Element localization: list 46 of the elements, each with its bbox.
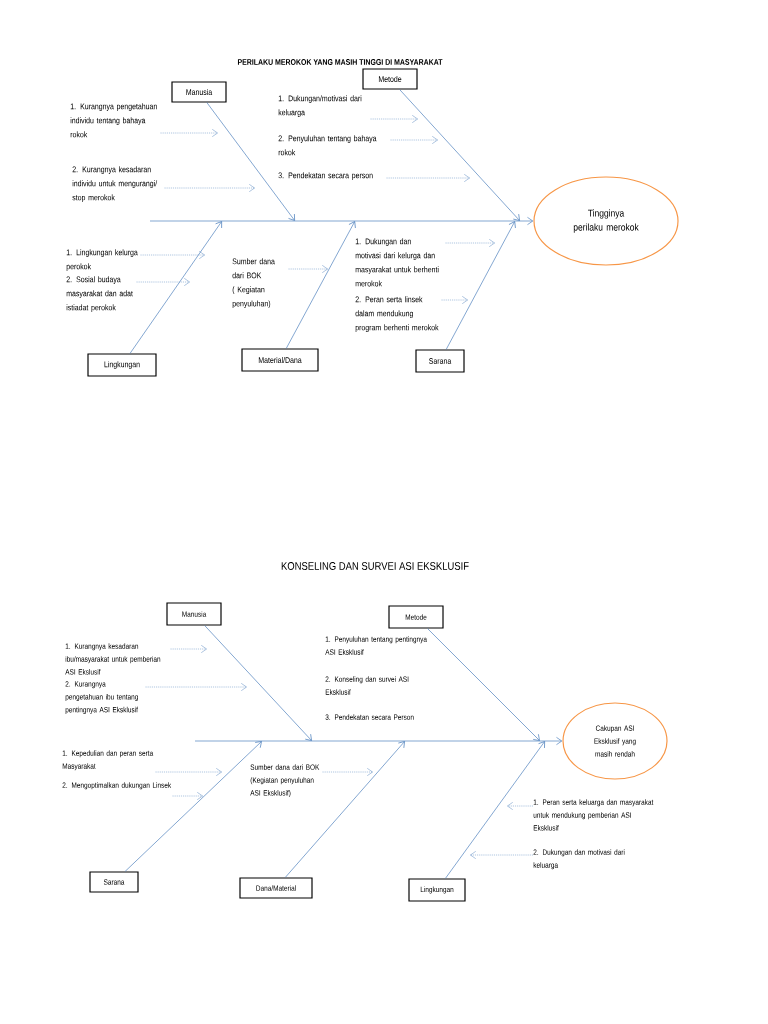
cause-text: 1. Lingkungan kelurga perokok [66,249,138,271]
cause-text: Sumber dana dari BOK ( Kegiatan penyuluhan) [232,258,275,309]
category-box: Sarana [415,349,465,373]
cause-text: 1. Dukungan dan motivasi dari kelurga dan masyarakat untuk berhenti merokok [355,238,439,287]
dashed-arrow [172,792,203,800]
spine-arrow [194,737,563,746]
dashed-arrow [441,296,468,304]
dashed-arrow [288,265,328,273]
cause-text: 2. Sosial budaya masyarakat dan adat istiadat perokok [66,276,133,312]
dashed-arrow [160,129,218,137]
title: KONSELING DAN SURVEI ASI EKSKLUSIF [281,562,469,570]
bone-arrow [445,741,545,879]
category-box: Manusia [171,81,227,103]
cause-text: 3. Pendekatan secara person [278,172,373,180]
dashed-arrow [145,683,247,691]
dashed-arrow [370,115,418,123]
dashed-arrow [445,239,495,247]
bone-arrow [204,625,312,741]
dashed-arrow [390,136,438,144]
dashed-arrow [507,802,534,810]
spine-arrow [149,217,534,225]
category-box: Material/Dana [241,348,319,372]
bone-arrow [206,102,295,221]
bone-arrow [427,628,540,741]
cause-text: 2. Kurangnya kesadaran individu untuk mengurangi/ stop merokok [72,166,158,202]
bone-arrow [129,221,222,354]
bone-arrow [284,741,405,878]
cause-text: 1. Kurangnya pengetahuan individu tentang bahaya rokok [70,103,157,138]
dashed-arrow [136,278,190,286]
cause-text: 2. Peran serta linsek dalam mendukung program berhenti merokok [355,296,439,332]
dashed-arrow [164,184,255,192]
dashed-arrow [155,768,222,776]
dashed-arrow [386,174,470,182]
category-box: Lingkungan [87,353,157,377]
category-box: Metode [362,68,418,90]
bone-arrow [124,741,262,872]
dashed-arrow [140,251,205,259]
bone-arrow [445,221,516,350]
bone-arrow [399,89,520,221]
title: PERILAKU MEROKOK YANG MASIH TINGGI DI MASYARAKAT [237,59,443,65]
cause-text: 2. Penyuluhan tentang bahaya rokok [278,135,377,156]
dashed-arrow [322,768,373,776]
bone-arrow [285,221,356,349]
cause-text: 1. Dukungan/motivasi dari keluarga [278,95,362,117]
dashed-arrow [170,645,207,653]
dashed-arrow [470,851,534,859]
